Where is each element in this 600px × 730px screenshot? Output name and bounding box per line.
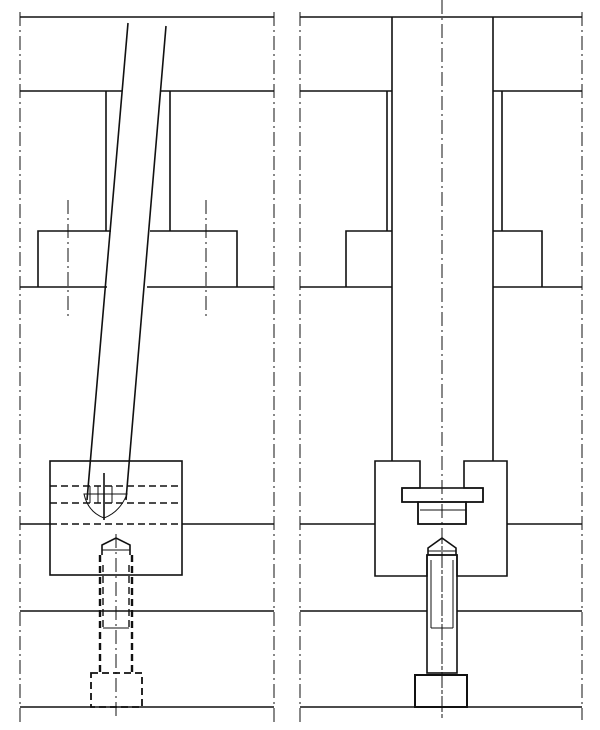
sectioned-block — [374, 460, 508, 577]
tilted-rod-edge — [86, 22, 129, 501]
clamp-block-left — [37, 230, 111, 287]
bolt — [414, 530, 468, 718]
bolt-hidden — [90, 534, 143, 718]
sliding-block — [49, 460, 183, 576]
tilted-rod-edge — [125, 25, 167, 501]
left-view — [19, 12, 275, 725]
right-view — [299, 0, 583, 725]
